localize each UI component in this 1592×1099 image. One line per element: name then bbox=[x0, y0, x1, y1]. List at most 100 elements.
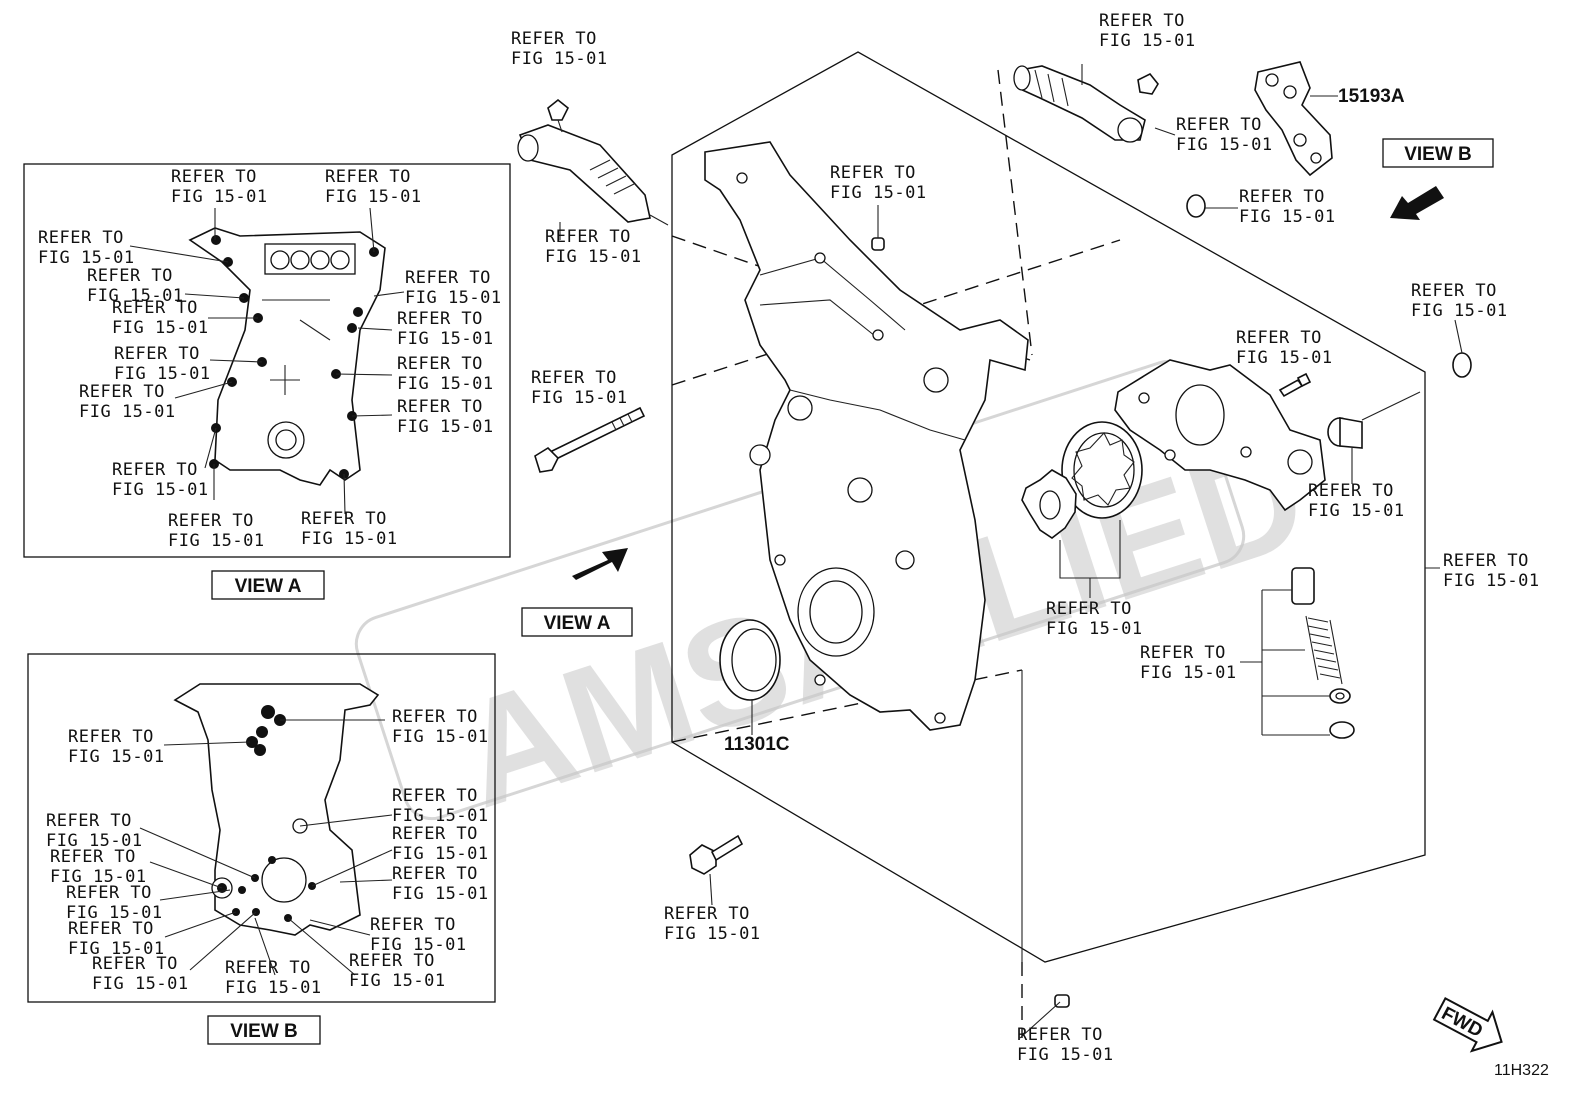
svg-text:FIG 15-01: FIG 15-01 bbox=[112, 480, 209, 500]
svg-text:FIG 15-01: FIG 15-01 bbox=[87, 286, 184, 306]
svg-text:FIG 15-01: FIG 15-01 bbox=[545, 247, 642, 267]
svg-text:REFER TO: REFER TO bbox=[370, 915, 456, 935]
svg-text:FIG 15-01: FIG 15-01 bbox=[114, 364, 211, 384]
svg-text:FIG 15-01: FIG 15-01 bbox=[664, 924, 761, 944]
svg-text:FIG 15-01: FIG 15-01 bbox=[1140, 663, 1237, 683]
view-b-arrow-icon bbox=[1390, 186, 1444, 220]
svg-text:FIG 15-01: FIG 15-01 bbox=[1176, 135, 1273, 155]
svg-text:REFER TO: REFER TO bbox=[225, 958, 311, 978]
svg-text:FIG 15-01: FIG 15-01 bbox=[397, 329, 494, 349]
gasket-15193a: 15193A bbox=[1254, 61, 1405, 177]
view-a-caption-text: VIEW A bbox=[235, 576, 302, 597]
svg-text:REFER TO: REFER TO bbox=[1017, 1025, 1103, 1045]
svg-text:FIG 15-01: FIG 15-01 bbox=[92, 974, 189, 994]
svg-text:FIG 15-01: FIG 15-01 bbox=[1099, 31, 1196, 51]
figure-code: 11H322 bbox=[1494, 1062, 1549, 1079]
svg-text:FIG 15-01: FIG 15-01 bbox=[1046, 619, 1143, 639]
svg-text:FIG 15-01: FIG 15-01 bbox=[79, 402, 176, 422]
svg-text:FIG 15-01: FIG 15-01 bbox=[511, 49, 608, 69]
dowel-pin bbox=[871, 205, 885, 251]
oil-seal-11301c: 11301C bbox=[719, 619, 790, 755]
oil-pump-outer-rotor bbox=[1061, 421, 1143, 519]
svg-text:FIG 15-01: FIG 15-01 bbox=[1443, 571, 1540, 591]
svg-text:REFER TO: REFER TO bbox=[1046, 599, 1132, 619]
oil-control-valve-right bbox=[1013, 64, 1176, 143]
svg-text:REFER TO: REFER TO bbox=[392, 864, 478, 884]
svg-text:FIG 15-01: FIG 15-01 bbox=[1017, 1045, 1114, 1065]
svg-text:REFER TO: REFER TO bbox=[1411, 281, 1497, 301]
svg-text:REFER TO: REFER TO bbox=[38, 228, 124, 248]
svg-text:FIG 15-01: FIG 15-01 bbox=[349, 971, 446, 991]
relief-valve-plunger bbox=[1291, 567, 1315, 605]
svg-text:FIG 15-01: FIG 15-01 bbox=[1236, 348, 1333, 368]
svg-text:REFER TO: REFER TO bbox=[397, 354, 483, 374]
svg-text:REFER TO: REFER TO bbox=[112, 460, 198, 480]
svg-text:REFER TO: REFER TO bbox=[50, 847, 136, 867]
svg-text:FIG 15-01: FIG 15-01 bbox=[397, 417, 494, 437]
svg-text:FIG 15-01: FIG 15-01 bbox=[392, 844, 489, 864]
bolt-lower bbox=[689, 834, 744, 906]
svg-text:REFER TO: REFER TO bbox=[1308, 481, 1394, 501]
svg-text:REFER TO: REFER TO bbox=[349, 951, 435, 971]
svg-text:FIG 15-01: FIG 15-01 bbox=[46, 831, 143, 851]
svg-text:REFER TO: REFER TO bbox=[1443, 551, 1529, 571]
svg-text:REFER TO: REFER TO bbox=[171, 167, 257, 187]
svg-text:REFER TO: REFER TO bbox=[325, 167, 411, 187]
svg-text:REFER TO: REFER TO bbox=[830, 163, 916, 183]
timing-chain-cover bbox=[704, 141, 1029, 731]
svg-text:REFER TO: REFER TO bbox=[1236, 328, 1322, 348]
svg-text:FIG 15-01: FIG 15-01 bbox=[38, 248, 135, 268]
svg-text:REFER TO: REFER TO bbox=[112, 298, 198, 318]
svg-text:REFER TO: REFER TO bbox=[87, 266, 173, 286]
svg-text:FIG 15-01: FIG 15-01 bbox=[112, 318, 209, 338]
view-b-caption-text: VIEW B bbox=[230, 1021, 298, 1042]
svg-text:REFER TO: REFER TO bbox=[68, 727, 154, 747]
view-a-marker-text: VIEW A bbox=[544, 613, 611, 634]
snap-ring bbox=[1329, 721, 1355, 739]
svg-text:FIG 15-01: FIG 15-01 bbox=[392, 806, 489, 826]
o-ring bbox=[1452, 319, 1472, 378]
svg-text:FIG 15-01: FIG 15-01 bbox=[171, 187, 268, 207]
svg-text:REFER TO: REFER TO bbox=[397, 397, 483, 417]
view-b-marker-text: VIEW B bbox=[1404, 144, 1472, 165]
svg-text:FIG 15-01: FIG 15-01 bbox=[392, 727, 489, 747]
svg-text:REFER TO: REFER TO bbox=[46, 811, 132, 831]
svg-text:REFER TO: REFER TO bbox=[392, 786, 478, 806]
svg-text:FIG 15-01: FIG 15-01 bbox=[225, 978, 322, 998]
o-ring bbox=[1186, 194, 1238, 218]
svg-text:FIG 15-01: FIG 15-01 bbox=[301, 529, 398, 549]
svg-text:REFER TO: REFER TO bbox=[168, 511, 254, 531]
view-a-marker: VIEW A bbox=[521, 548, 633, 637]
svg-text:FIG 15-01: FIG 15-01 bbox=[370, 935, 467, 955]
svg-text:FIG 15-01: FIG 15-01 bbox=[325, 187, 422, 207]
